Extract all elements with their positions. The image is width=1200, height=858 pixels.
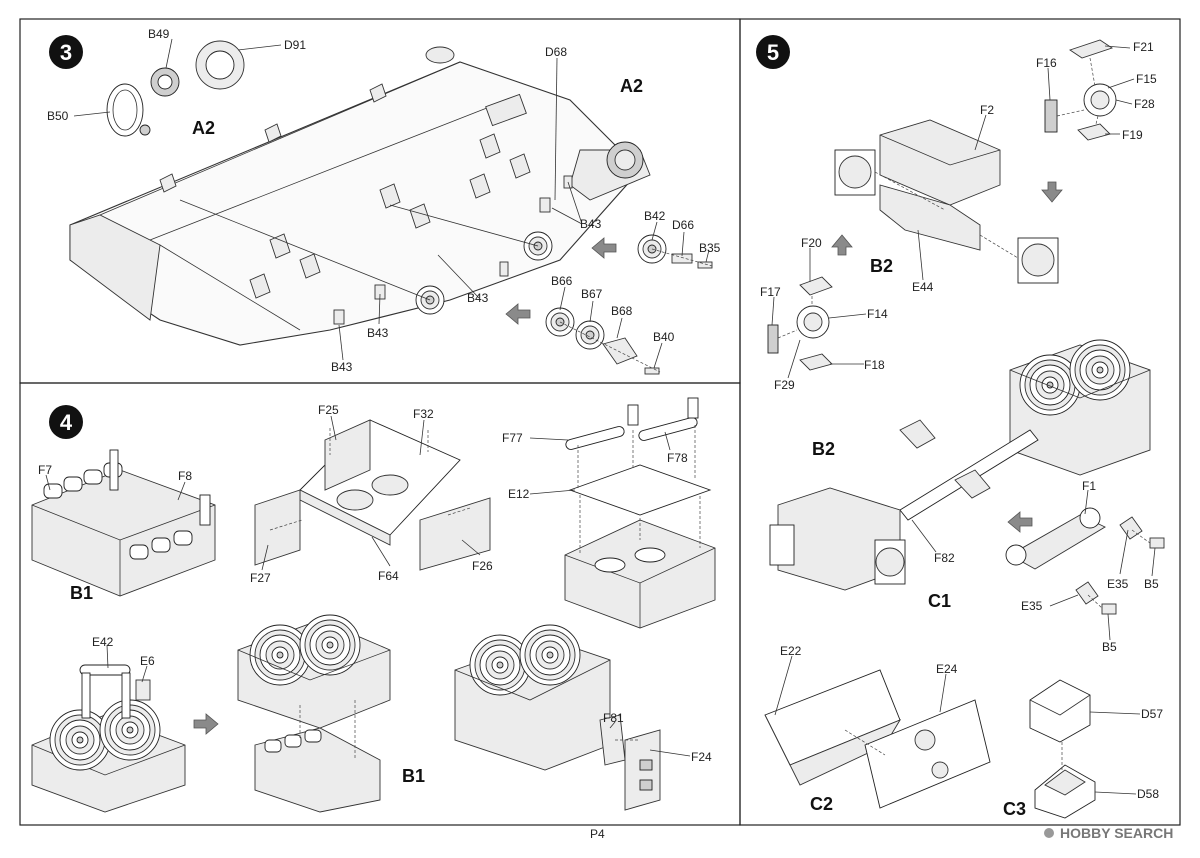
sprocket-assembly <box>106 40 245 137</box>
part-label-f27: F27 <box>250 571 271 585</box>
engine-full-assembly <box>454 624 661 811</box>
part-label-b43: B43 <box>580 217 602 231</box>
part-label-b67: B67 <box>581 287 603 301</box>
assembly-label-a2: A2 <box>192 118 215 138</box>
part-label-b49: B49 <box>148 27 170 41</box>
step-5-badge: 5 <box>756 35 790 69</box>
step-4-badge: 4 <box>49 405 83 439</box>
part-label-d57: D57 <box>1141 707 1163 721</box>
assembly-label-c3: C3 <box>1003 799 1026 819</box>
flow-arrow-left <box>591 237 617 259</box>
assembly-label-b2: B2 <box>812 439 835 459</box>
final-drive-parts-top <box>1044 39 1117 141</box>
part-label-e42: E42 <box>92 635 114 649</box>
part-label-d58: D58 <box>1137 787 1159 801</box>
flow-arrow-up <box>831 234 853 256</box>
transmission-b2 <box>834 119 1059 284</box>
step-3: 3 <box>47 27 721 375</box>
part-label-f77: F77 <box>502 431 523 445</box>
part-label-f20: F20 <box>801 236 822 250</box>
storage-bin-c2 <box>764 669 991 809</box>
part-label-f8: F8 <box>178 469 192 483</box>
hull-drawing <box>69 46 651 346</box>
assembly-label-c1: C1 <box>928 591 951 611</box>
engine-block-b1 <box>31 449 216 597</box>
radiator-stack <box>31 664 186 813</box>
part-label-f81: F81 <box>603 711 624 725</box>
part-label-b40: B40 <box>653 330 675 344</box>
road-wheel-exploded <box>545 234 713 375</box>
radiator-box <box>564 397 716 629</box>
part-label-b43: B43 <box>331 360 353 374</box>
part-label-f78: F78 <box>667 451 688 465</box>
engine-cooling-pack <box>237 614 391 813</box>
part-label-f18: F18 <box>864 358 885 372</box>
part-label-f26: F26 <box>472 559 493 573</box>
step-number: 3 <box>60 40 72 65</box>
part-label-d91: D91 <box>284 38 306 52</box>
step-number: 4 <box>60 410 73 435</box>
part-label-f14: F14 <box>867 307 888 321</box>
part-label-b68: B68 <box>611 304 633 318</box>
assembly-label-a2: A2 <box>620 76 643 96</box>
steering-assembly <box>1005 507 1165 615</box>
part-label-f25: F25 <box>318 403 339 417</box>
part-label-f2: F2 <box>980 103 994 117</box>
step-3-badge: 3 <box>49 35 83 69</box>
step-number: 5 <box>767 40 779 65</box>
step-4: 4 <box>31 397 716 813</box>
part-label-d66: D66 <box>672 218 694 232</box>
part-label-f15: F15 <box>1136 72 1157 86</box>
part-label-e24: E24 <box>936 662 958 676</box>
part-label-e35: E35 <box>1021 599 1043 613</box>
part-label-b42: B42 <box>644 209 666 223</box>
final-drive-parts-left <box>767 276 833 371</box>
part-label-e22: E22 <box>780 644 802 658</box>
step-5: 5 <box>756 35 1165 819</box>
watermark-logo: HOBBY SEARCH <box>1044 825 1173 841</box>
part-label-e44: E44 <box>912 280 934 294</box>
part-label-f32: F32 <box>413 407 434 421</box>
part-label-e12: E12 <box>508 487 530 501</box>
flow-arrow-left <box>505 303 531 325</box>
part-label-b43: B43 <box>467 291 489 305</box>
part-label-f21: F21 <box>1133 40 1154 54</box>
part-label-f16: F16 <box>1036 56 1057 70</box>
assembly-label-b1: B1 <box>70 583 93 603</box>
leader-lines <box>73 38 710 369</box>
part-label-b5: B5 <box>1144 577 1159 591</box>
panel-frames <box>19 18 1181 826</box>
part-label-f28: F28 <box>1134 97 1155 111</box>
flow-arrow-left <box>1007 511 1033 533</box>
part-label-f64: F64 <box>378 569 399 583</box>
radiator-housing <box>254 419 491 571</box>
part-label-f1: F1 <box>1082 479 1096 493</box>
part-label-f29: F29 <box>774 378 795 392</box>
part-label-b66: B66 <box>551 274 573 288</box>
bracket-c3 <box>1029 679 1096 819</box>
part-label-f17: F17 <box>760 285 781 299</box>
part-label-b43: B43 <box>367 326 389 340</box>
part-label-b35: B35 <box>699 241 721 255</box>
part-label-e6: E6 <box>140 654 155 668</box>
part-label-f7: F7 <box>38 463 52 477</box>
leader-lines <box>45 415 691 757</box>
assembly-label-c2: C2 <box>810 794 833 814</box>
part-label-b5: B5 <box>1102 640 1117 654</box>
watermark-text: HOBBY SEARCH <box>1060 825 1173 841</box>
part-label-f24: F24 <box>691 750 712 764</box>
assembly-label-b1: B1 <box>402 766 425 786</box>
part-label-b50: B50 <box>47 109 69 123</box>
part-label-f19: F19 <box>1122 128 1143 142</box>
leader-lines <box>771 45 1156 795</box>
part-label-d68: D68 <box>545 45 567 59</box>
flow-arrow-right <box>193 713 219 735</box>
part-label-e35: E35 <box>1107 577 1129 591</box>
drivetrain-assembly-c1 <box>769 339 1151 591</box>
page-number: P4 <box>590 827 605 841</box>
flow-arrow-down <box>1041 181 1063 203</box>
part-label-f82: F82 <box>934 551 955 565</box>
assembly-label-b2: B2 <box>870 256 893 276</box>
